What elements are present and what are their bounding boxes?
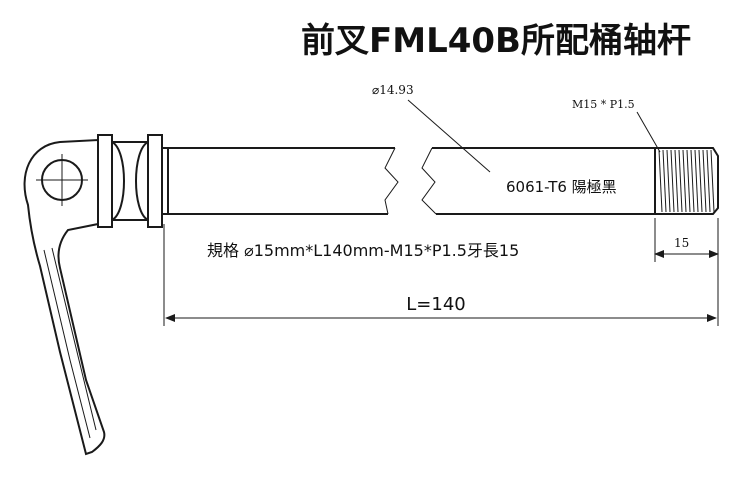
thread-crest — [690, 149, 695, 213]
diameter-label: ⌀14.93 — [372, 83, 414, 97]
thread-crest — [706, 149, 711, 213]
diameter-leader — [407, 99, 491, 173]
axle-shaft — [167, 147, 655, 215]
thread-crest — [678, 149, 683, 213]
thread-crest — [682, 149, 687, 213]
break-line-right — [421, 147, 437, 215]
thread-crest — [658, 149, 663, 213]
thread-length-label: 15 — [674, 236, 689, 250]
thread-crest — [686, 149, 691, 213]
quick-release-lever — [23, 138, 106, 456]
material-label: 6061-T6 陽極黑 — [506, 178, 617, 196]
drawing-title: 前叉FML40B所配桶轴杆 — [301, 21, 691, 61]
thread-callout-leader — [636, 111, 661, 153]
thread-crest — [666, 149, 671, 213]
thread-crest — [662, 149, 667, 213]
break-line-left — [384, 147, 399, 215]
spec-label: 規格 ⌀15mm*L140mm-M15*P1.5牙長15 — [207, 241, 519, 260]
total-length-label: L=140 — [406, 294, 465, 315]
thread-crest — [694, 149, 699, 213]
total-length-dimension: L=140 — [163, 224, 719, 326]
thread-crest — [702, 149, 707, 213]
thread-callout-label: M15 * P1.5 — [572, 98, 635, 111]
threaded-end — [654, 147, 719, 215]
cam-nut-body — [97, 134, 168, 228]
thread-crest — [674, 149, 679, 213]
thread-length-dimension: 15 — [654, 218, 719, 262]
thread-crest — [710, 149, 715, 213]
thread-crest — [698, 149, 703, 213]
thread-crest — [670, 149, 675, 213]
